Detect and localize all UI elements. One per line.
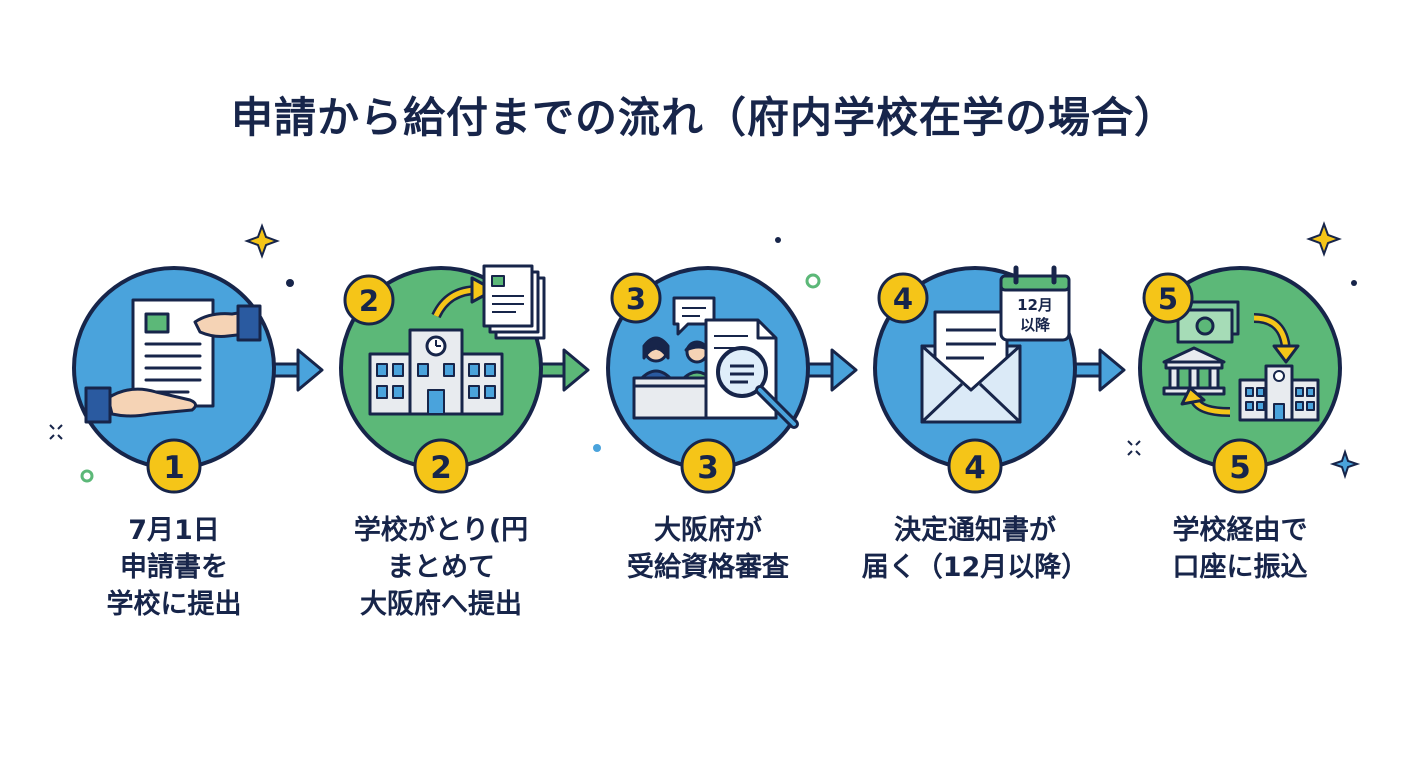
dot-icon [775,237,781,243]
step-1-label: 7月1日 申請書を 学校に提出 [44,512,304,623]
step-5-label: 学校経由で 口座に振込 [1110,512,1370,586]
calendar-month-text: 12月 [1017,296,1053,314]
step-3-label-line: 大阪府が [654,515,762,546]
hand-over-document-icon [84,298,262,424]
top-number-badges [343,272,1194,326]
arrow-right-icon [534,348,590,392]
step-5-number: 5 [1229,450,1251,486]
step-2-label-line: まとめて [387,552,495,583]
dot-icon [286,279,294,287]
step-1-label-line: 申請書を [120,552,228,583]
step-1-label-line: 7月1日 [128,515,220,546]
step-3-top-number: 3 [626,282,646,316]
sparkle-icon [1329,448,1361,480]
step-3-label: 大阪府が 受給資格審査 [578,512,838,586]
sparkle-icon [244,223,280,259]
step-3-number: 3 [697,450,719,486]
dot-icon [80,469,94,483]
calendar-after-text: 以降 [1020,316,1051,334]
step-4-label: 決定通知書が 届く（12月以降） [845,512,1105,586]
decorations [49,221,1361,483]
step-5-label-line: 口座に振込 [1172,552,1308,583]
notice-envelope-icon [920,310,1022,424]
school-building-icon [368,264,546,416]
calendar-icon [999,265,1071,342]
twinkle-icon [49,424,63,440]
bottom-number-badges [146,438,1268,494]
step-2-label: 学校がとり(円 まとめて 大阪府へ提出 [311,512,571,623]
step-4-top-number: 4 [893,282,913,316]
dot-icon [593,444,601,452]
step-4-label-line: 決定通知書が [894,515,1056,546]
step-5-top-number: 5 [1158,282,1178,316]
step-5-label-line: 学校経由で [1172,515,1308,546]
connector-arrows [268,348,1126,392]
dot-icon [805,273,821,289]
step-2-label-line: 学校がとり(円 [353,515,529,546]
arrow-right-icon [268,348,324,392]
step-2-number: 2 [430,450,452,486]
twinkle-icon [1127,440,1141,456]
arrow-right-icon [802,348,858,392]
bank-transfer-icon [1162,300,1320,422]
sparkle-icon [1306,221,1342,257]
dot-icon [1351,280,1357,286]
arrow-right-icon [1070,348,1126,392]
step-2-label-line: 大阪府へ提出 [360,589,522,620]
step-3-label-line: 受給資格審査 [627,552,789,583]
step-1-label-line: 学校に提出 [106,589,242,620]
review-officers-icon [632,296,799,429]
step-1-number: 1 [163,450,185,486]
step-4-number: 4 [964,450,986,486]
step-2-top-number: 2 [359,284,379,318]
page-title: 申請から給付までの流れ（府内学校在学の場合） [230,93,1177,142]
step-4-label-line: 届く（12月以降） [861,552,1089,583]
